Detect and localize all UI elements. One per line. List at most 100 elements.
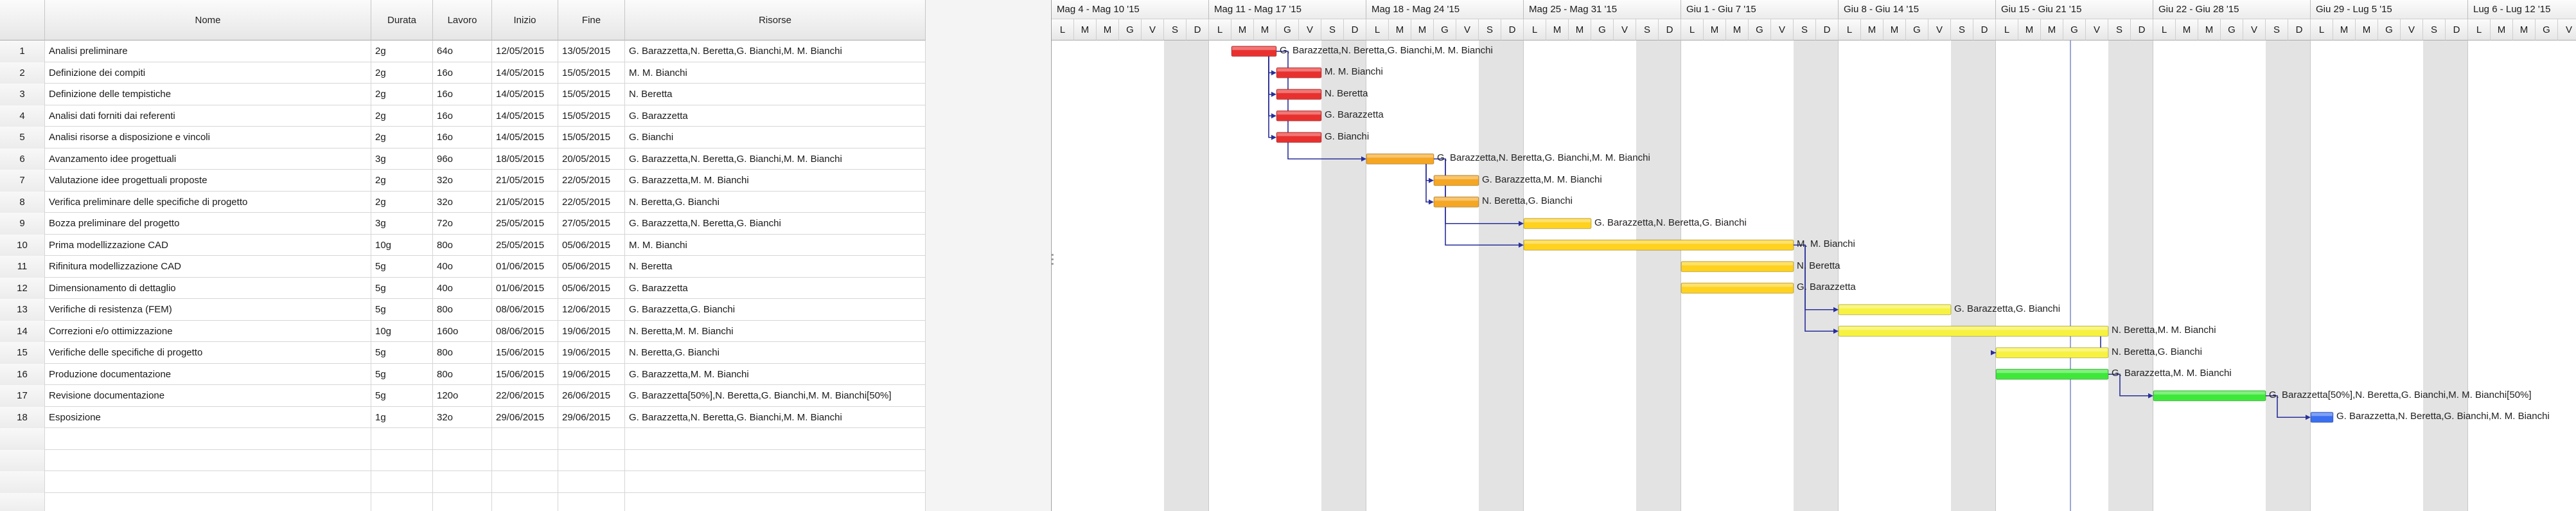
- cell-duration[interactable]: 5g: [371, 363, 433, 385]
- task-bar[interactable]: [2310, 411, 2334, 423]
- task-bar[interactable]: [1523, 218, 1592, 229]
- cell-resources[interactable]: N. Beretta: [625, 84, 926, 105]
- cell-duration[interactable]: 3g: [371, 213, 433, 235]
- cell-name[interactable]: Analisi risorse a disposizione e vincoli: [45, 127, 371, 148]
- cell-end[interactable]: 29/06/2015: [558, 406, 625, 428]
- cell-duration[interactable]: 2g: [371, 40, 433, 62]
- cell-name[interactable]: Analisi preliminare: [45, 40, 371, 62]
- cell-rownum[interactable]: 7: [0, 170, 45, 192]
- cell-work[interactable]: 160o: [433, 320, 492, 342]
- cell-name[interactable]: Correzioni e/o ottimizzazione: [45, 320, 371, 342]
- cell-resources[interactable]: N. Beretta: [625, 256, 926, 278]
- cell-start[interactable]: 21/05/2015: [492, 191, 558, 213]
- cell-rownum[interactable]: [0, 449, 45, 471]
- cell-name[interactable]: [45, 471, 371, 493]
- dependency-link[interactable]: [2108, 373, 2152, 397]
- cell-resources[interactable]: G. Barazzetta,M. M. Bianchi: [625, 170, 926, 192]
- dependency-link[interactable]: [1268, 56, 1275, 74]
- cell-rownum[interactable]: 1: [0, 40, 45, 62]
- cell-duration[interactable]: 5g: [371, 299, 433, 321]
- cell-duration[interactable]: [371, 449, 433, 471]
- cell-duration[interactable]: 3g: [371, 148, 433, 170]
- cell-resources[interactable]: N. Beretta,G. Bianchi: [625, 342, 926, 364]
- cell-work[interactable]: 16o: [433, 84, 492, 105]
- cell-end[interactable]: 12/06/2015: [558, 299, 625, 321]
- cell-work[interactable]: 80o: [433, 234, 492, 256]
- cell-rownum[interactable]: 3: [0, 84, 45, 105]
- cell-start[interactable]: 08/06/2015: [492, 299, 558, 321]
- cell-duration[interactable]: 2g: [371, 62, 433, 84]
- cell-name[interactable]: Revisione documentazione: [45, 385, 371, 407]
- cell-duration[interactable]: 2g: [371, 127, 433, 148]
- dependency-link[interactable]: [1268, 56, 1275, 117]
- cell-duration[interactable]: 2g: [371, 170, 433, 192]
- cell-rownum[interactable]: 12: [0, 277, 45, 299]
- cell-work[interactable]: 120o: [433, 385, 492, 407]
- cell-start[interactable]: 25/05/2015: [492, 234, 558, 256]
- cell-rownum[interactable]: 10: [0, 234, 45, 256]
- cell-duration[interactable]: 2g: [371, 84, 433, 105]
- cell-rownum[interactable]: 2: [0, 62, 45, 84]
- cell-work[interactable]: 16o: [433, 105, 492, 127]
- cell-rownum[interactable]: [0, 492, 45, 511]
- cell-resources[interactable]: G. Barazzetta,M. M. Bianchi: [625, 363, 926, 385]
- dependency-link[interactable]: [1425, 164, 1433, 203]
- cell-name[interactable]: Dimensionamento di dettaglio: [45, 277, 371, 299]
- cell-work[interactable]: 32o: [433, 170, 492, 192]
- cell-duration[interactable]: 5g: [371, 342, 433, 364]
- cell-work[interactable]: 32o: [433, 191, 492, 213]
- task-bar[interactable]: [1276, 89, 1322, 100]
- task-bar[interactable]: [1366, 153, 1434, 165]
- cell-duration[interactable]: 1g: [371, 406, 433, 428]
- cell-name[interactable]: Definizione dei compiti: [45, 62, 371, 84]
- dependency-link[interactable]: [1425, 164, 1433, 181]
- cell-rownum[interactable]: 5: [0, 127, 45, 148]
- cell-start[interactable]: 14/05/2015: [492, 84, 558, 105]
- cell-start[interactable]: 14/05/2015: [492, 127, 558, 148]
- table-row[interactable]: [0, 449, 926, 471]
- cell-rownum[interactable]: 9: [0, 213, 45, 235]
- cell-duration[interactable]: [371, 471, 433, 493]
- cell-resources[interactable]: G. Barazzetta,N. Beretta,G. Bianchi,M. M…: [625, 40, 926, 62]
- cell-rownum[interactable]: 6: [0, 148, 45, 170]
- table-row[interactable]: [0, 492, 926, 511]
- cell-name[interactable]: Rifinitura modellizzazione CAD: [45, 256, 371, 278]
- cell-resources[interactable]: N. Beretta,M. M. Bianchi: [625, 320, 926, 342]
- cell-name[interactable]: Produzione documentazione: [45, 363, 371, 385]
- dependency-link[interactable]: [1268, 56, 1275, 138]
- cell-work[interactable]: [433, 492, 492, 511]
- cell-duration[interactable]: [371, 428, 433, 450]
- task-bar[interactable]: [1276, 110, 1322, 121]
- cell-end[interactable]: [558, 492, 625, 511]
- cell-rownum[interactable]: 16: [0, 363, 45, 385]
- column-header-resources[interactable]: Risorse: [625, 0, 926, 40]
- cell-rownum[interactable]: 14: [0, 320, 45, 342]
- cell-start[interactable]: 25/05/2015: [492, 213, 558, 235]
- cell-end[interactable]: 26/06/2015: [558, 385, 625, 407]
- task-bar[interactable]: [1433, 196, 1479, 208]
- cell-name[interactable]: Verifiche delle specifiche di progetto: [45, 342, 371, 364]
- cell-resources[interactable]: G. Barazzetta,N. Beretta,G. Bianchi,M. M…: [625, 406, 926, 428]
- cell-duration[interactable]: 2g: [371, 105, 433, 127]
- cell-start[interactable]: [492, 492, 558, 511]
- column-header-name[interactable]: Nome: [45, 0, 371, 40]
- cell-start[interactable]: 01/06/2015: [492, 277, 558, 299]
- cell-work[interactable]: [433, 471, 492, 493]
- cell-start[interactable]: 15/06/2015: [492, 342, 558, 364]
- cell-resources[interactable]: [625, 471, 926, 493]
- cell-end[interactable]: 05/06/2015: [558, 277, 625, 299]
- cell-rownum[interactable]: [0, 428, 45, 450]
- cell-duration[interactable]: 5g: [371, 277, 433, 299]
- cell-end[interactable]: 22/05/2015: [558, 191, 625, 213]
- cell-start[interactable]: [492, 428, 558, 450]
